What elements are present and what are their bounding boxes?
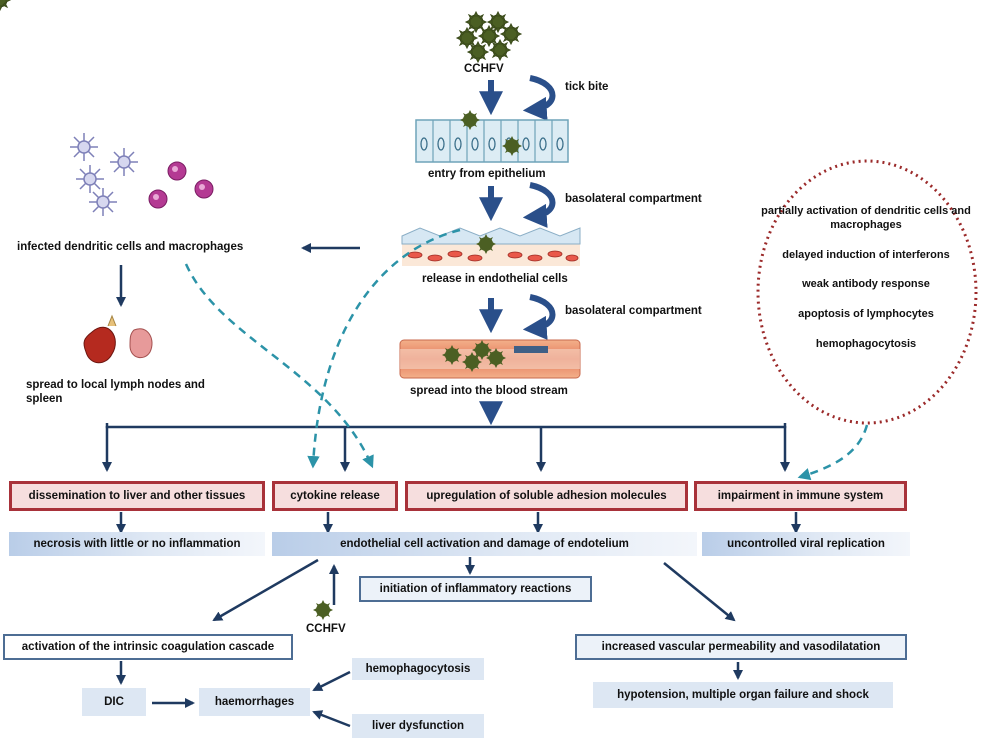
virus-small-icon: [312, 599, 334, 621]
immune-item-apoptosis: apoptosis of lymphocytes: [798, 308, 934, 320]
immune-item-interferons: delayed induction of interferons: [782, 248, 950, 261]
vascular-permeability-box: increased vascular permeability and vaso…: [575, 634, 907, 660]
dendritic-cells-illustration: [70, 133, 214, 216]
basolateral-label-2: basolateral compartment: [565, 305, 702, 317]
vessel-tag: [514, 346, 548, 353]
immune-impairment-list: partially activation of dendritic cells …: [760, 205, 972, 368]
basolateral-label-1: basolateral compartment: [565, 193, 702, 205]
cytokine-release-box: cytokine release: [272, 481, 398, 511]
necrosis-box: necrosis with little or no inflammation: [9, 532, 265, 556]
hypotension-box: hypotension, multiple organ failure and …: [593, 682, 893, 708]
entry-epithelium-label: entry from epithelium: [428, 168, 546, 180]
dissemination-box: dissemination to liver and other tissues: [9, 481, 265, 511]
haemorrhages-box: haemorrhages: [199, 688, 310, 716]
uncontrolled-replication-box: uncontrolled viral replication: [702, 532, 910, 556]
inflammatory-reactions-box: initiation of inflammatory reactions: [359, 576, 592, 602]
virus-cluster-icon: [0, 0, 522, 63]
coagulation-cascade-box: activation of the intrinsic coagulation …: [3, 634, 293, 660]
lymph-spleen-illustration: [83, 314, 153, 364]
immune-impairment-box: impairment in immune system: [694, 481, 907, 511]
virus-label: CCHFV: [464, 63, 504, 75]
epithelium-illustration: [415, 109, 569, 163]
blood-vessel-illustration: [399, 339, 581, 379]
virus-label-lower: CCHFV: [306, 623, 346, 635]
tick-bite-label: tick bite: [565, 81, 609, 93]
spread-lymph-label: spread to local lymph nodes and spleen: [26, 379, 205, 406]
endothelial-damage-box: endothelial cell activation and damage o…: [272, 532, 697, 556]
dashed-arrows: [184, 228, 869, 481]
curved-step-arrows: [522, 75, 556, 340]
endothelium-illustration: [401, 227, 581, 266]
dic-box: DIC: [82, 688, 146, 716]
immune-item-hemophagocytosis: hemophagocytosis: [815, 337, 917, 350]
adhesion-molecules-box: upregulation of soluble adhesion molecul…: [405, 481, 688, 511]
immune-item-antibody: weak antibody response: [802, 278, 930, 291]
immune-item-dendritic: partially activation of dendritic cells …: [761, 205, 971, 231]
spread-blood-label: spread into the blood stream: [410, 385, 568, 397]
release-endothelial-label: release in endothelial cells: [422, 273, 568, 285]
hemophagocytosis-box: hemophagocytosis: [352, 658, 484, 680]
immune-impairment-circle: [756, 159, 978, 425]
flow-arrows: [102, 243, 801, 728]
infected-cells-label: infected dendritic cells and macrophages: [17, 241, 244, 253]
liver-dysfunction-box: liver dysfunction: [352, 714, 484, 738]
